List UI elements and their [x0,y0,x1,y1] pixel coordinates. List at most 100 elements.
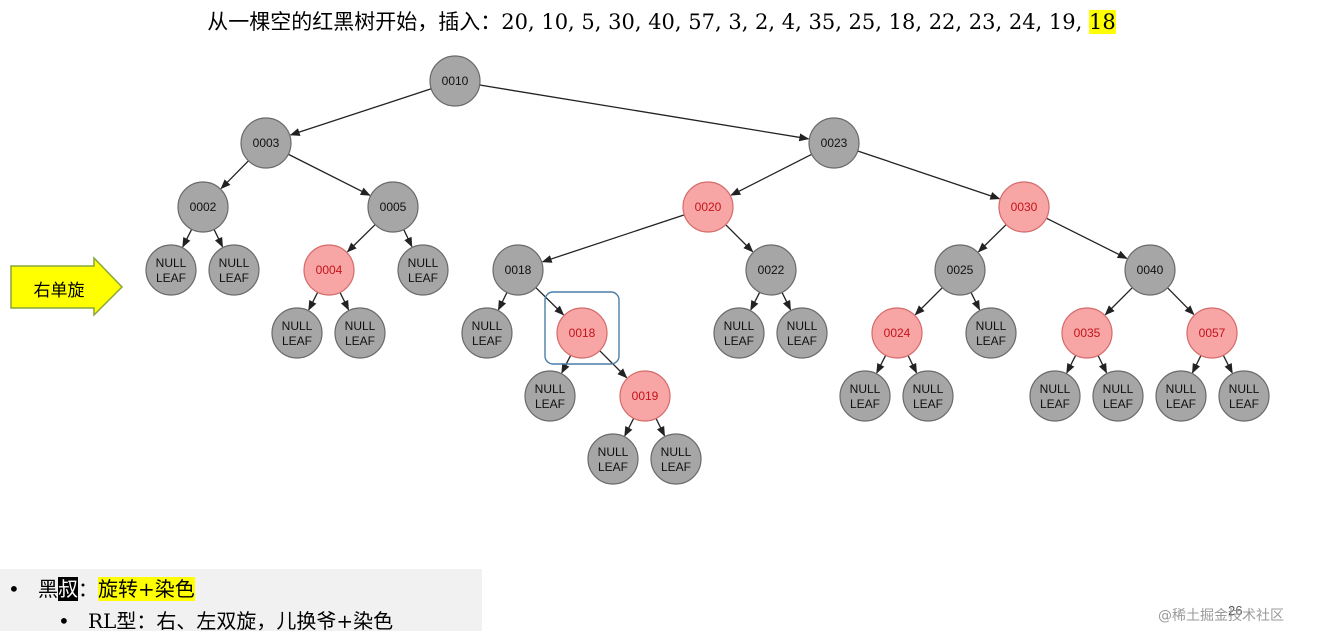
node-circle [367,181,419,233]
node-circle [1061,307,1113,359]
tree-edge [1104,287,1133,316]
leaf-label-line2: LEAF [598,460,628,474]
leaf-circle [1218,370,1270,422]
tree-node-0003: 0003 [240,117,292,169]
node-circle [1124,244,1176,296]
footer-watermark: @稀土掘金技术社区 [1158,608,1284,624]
leaf-label-line1: NULL [661,445,692,459]
leaf-circle [1029,370,1081,422]
node-key-label: 0022 [758,263,785,277]
node-key-label: 0025 [947,263,974,277]
bullet-icon: • [58,609,70,633]
tree-edge [308,291,319,311]
leaf-label-line2: LEAF [661,460,691,474]
tree-node-0005: 0005 [367,181,419,233]
leaf-label-line1: NULL [1040,382,1071,396]
leaf-label-line1: NULL [976,319,1007,333]
leaf-label-line1: NULL [598,445,629,459]
leaf-label-line1: NULL [345,319,376,333]
node-circle [1186,307,1238,359]
tree-node-0057: 0057 [1186,307,1238,359]
tree-edge [876,354,887,374]
tree-edge [213,229,224,248]
leaf-circle [1155,370,1207,422]
tree-edge [1066,354,1077,374]
leaf-label-line2: LEAF [724,334,754,348]
leaf-circle [271,307,323,359]
tree-edge [1167,287,1195,316]
bullet-icon: • [8,577,20,601]
node-key-label: 0023 [821,136,848,150]
leaf-circle [524,370,576,422]
tree-node-0004: 0004 [303,244,355,296]
note-highlight: 旋转+染色 [98,577,195,601]
tree-edge [403,229,413,248]
leaf-label-line2: LEAF [1166,397,1196,411]
tree-node-0018: 0018 [492,244,544,296]
tree-edge [1046,217,1128,259]
node-key-label: 0018 [505,263,532,277]
node-circle [871,307,923,359]
leaf-circle [650,433,702,485]
tree-edge [288,153,371,196]
slide-title: 从一棵空的红黑树开始，插入：20, 10, 5, 30, 40, 57, 3, … [0,6,1323,36]
leaf-label-line1: NULL [1166,382,1197,396]
leaf-label-line2: LEAF [408,271,438,285]
node-circle [177,181,229,233]
leaf-circle [461,307,513,359]
tree-node-0019: 0019 [619,370,671,422]
node-key-label: 0057 [1199,326,1226,340]
node-key-label: 0003 [253,136,280,150]
leaf-circle [839,370,891,422]
highlight-box [544,291,620,365]
leaf-label-line2: LEAF [472,334,502,348]
leaf-label-line2: LEAF [535,397,565,411]
tree-edge [497,292,508,311]
node-circle [429,55,481,107]
leaf-circle [776,307,828,359]
note-uncle: 叔 [58,577,78,601]
node-key-label: 0035 [1074,326,1101,340]
tree-node-0030: 0030 [998,181,1050,233]
node-key-label: 0024 [884,326,911,340]
tree-node-0022: 0022 [745,244,797,296]
tree-edge [1222,354,1233,374]
tree-node-0002: 0002 [177,181,229,233]
leaf-label-line1: NULL [787,319,818,333]
node-key-label: 0018 [569,326,596,340]
node-circle [556,307,608,359]
node-circle [745,244,797,296]
leaf-circle [208,244,260,296]
leaf-label-line2: LEAF [156,271,186,285]
leaf-label-line2: LEAF [976,334,1006,348]
leaf-label-line1: NULL [408,256,439,270]
node-circle [619,370,671,422]
leaf-circle [145,244,197,296]
tree-node-0025: 0025 [934,244,986,296]
note-line-1: •黑叔：旋转+染色 [8,573,195,602]
node-key-label: 0040 [1137,263,1164,277]
leaf-label-line1: NULL [1103,382,1134,396]
tree-edge [857,150,1001,200]
tree-edge [541,214,685,263]
leaf-label-line2: LEAF [1040,397,1070,411]
leaf-label-line1: NULL [219,256,250,270]
note-rl-text: RL型：右、左双旋，儿换爷+染色 [88,609,394,633]
leaf-circle [713,307,765,359]
tree-edge [907,355,918,374]
note-black: 黑 [38,577,58,601]
tree-edge [535,287,565,316]
node-key-label: 0020 [695,200,722,214]
tree-node-0018: 0018 [556,307,608,359]
